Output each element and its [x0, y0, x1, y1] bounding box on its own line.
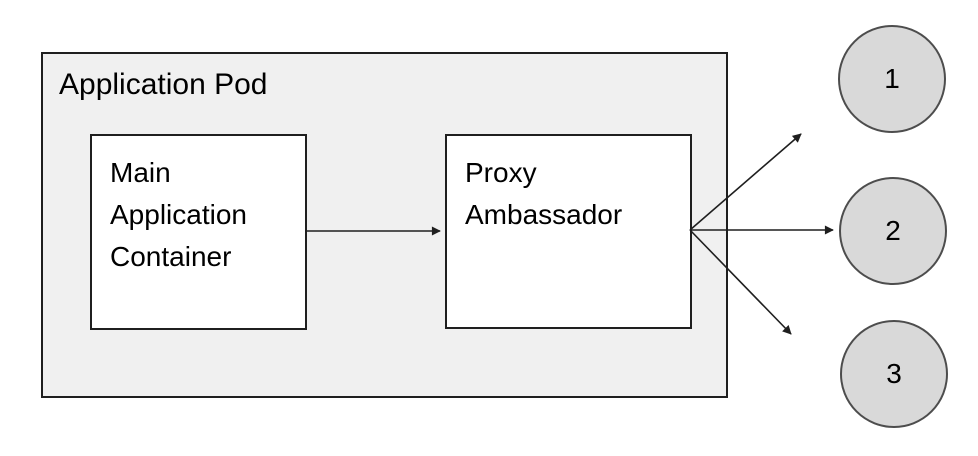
endpoint-circle-1: 1 [838, 25, 946, 133]
main-application-container-box: Main Application Container [90, 134, 307, 330]
main-application-container-label: Main Application Container [110, 157, 247, 272]
proxy-ambassador-box: Proxy Ambassador [445, 134, 692, 329]
endpoint-circle-3-label: 3 [886, 358, 902, 389]
application-pod-label: Application Pod [59, 68, 268, 101]
application-pod-box: Application Pod Main Application Contain… [41, 52, 728, 398]
proxy-ambassador-label: Proxy Ambassador [465, 157, 623, 230]
endpoint-circle-3: 3 [840, 320, 948, 428]
endpoint-circle-2-label: 2 [885, 215, 901, 246]
endpoint-circle-2: 2 [839, 177, 947, 285]
endpoint-circle-1-label: 1 [884, 63, 900, 94]
